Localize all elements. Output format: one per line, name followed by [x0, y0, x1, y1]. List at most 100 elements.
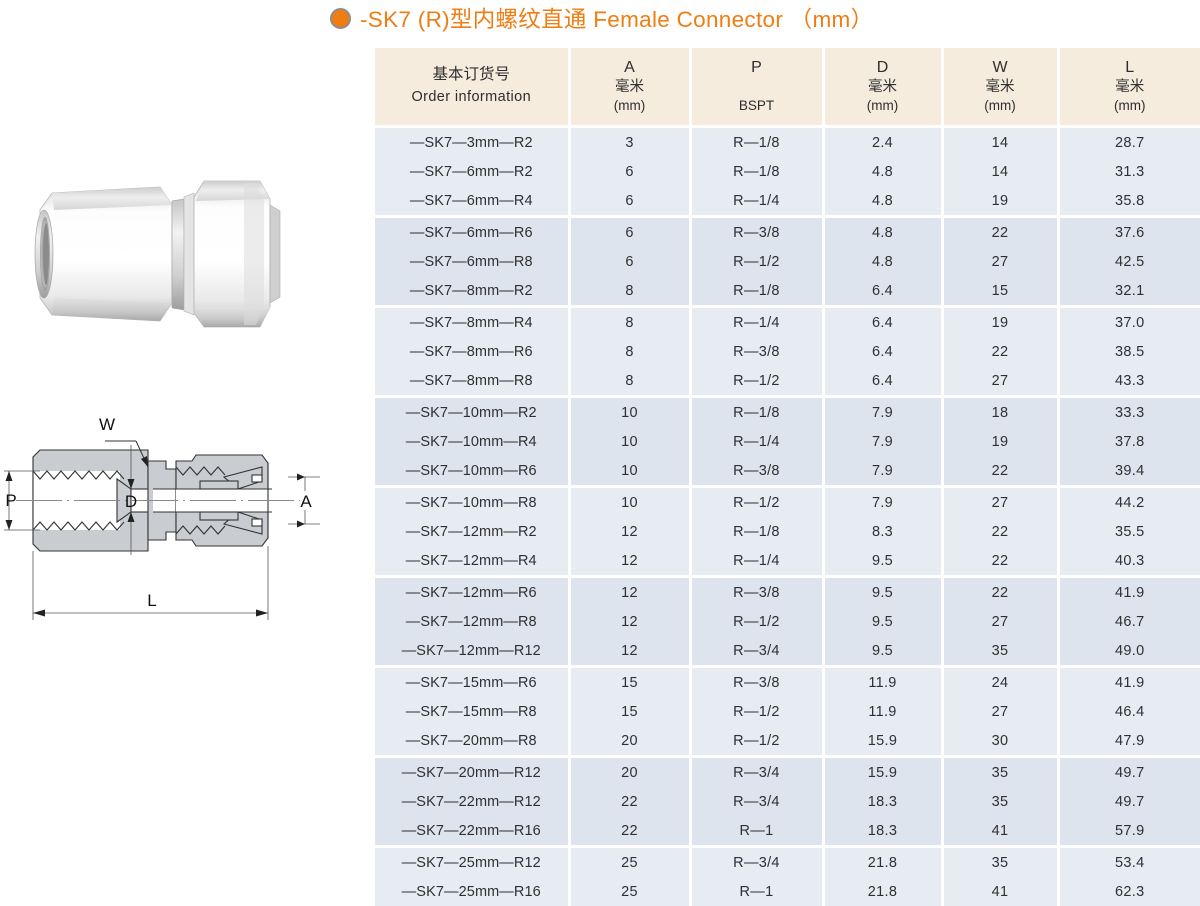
cell-p: R—3/4 — [690, 755, 825, 788]
cell-w: 27 — [942, 607, 1060, 637]
cell-w: 19 — [942, 305, 1060, 338]
cell-order: —SK7—10mm—R4 — [375, 427, 571, 457]
cell-l: 41.9 — [1058, 575, 1200, 608]
column-header-l-symbol: L — [1125, 59, 1135, 76]
cell-w: 27 — [942, 247, 1060, 277]
cell-order: —SK7—6mm—R2 — [375, 157, 571, 187]
cell-a: 20 — [569, 755, 692, 788]
cell-a: 12 — [569, 546, 692, 577]
cell-p: R—1/2 — [690, 697, 825, 727]
column-header-l-unit: (mm) — [1114, 98, 1146, 114]
cell-p: R—1/4 — [690, 305, 825, 338]
cell-order: —SK7—12mm—R8 — [375, 607, 571, 637]
cell-p: R—3/8 — [690, 665, 825, 698]
cell-order: —SK7—3mm—R2 — [375, 126, 571, 158]
cell-a: 10 — [569, 485, 692, 518]
cell-p: R—1/2 — [690, 366, 825, 397]
cell-d: 18.3 — [823, 787, 944, 817]
column-header-order-cn: 基本订货号 — [432, 65, 510, 83]
cell-order: —SK7—12mm—R6 — [375, 575, 571, 608]
cell-a: 12 — [569, 636, 692, 667]
cell-w: 41 — [942, 877, 1060, 906]
cell-l: 32.1 — [1058, 276, 1200, 307]
column-header-d-symbol: D — [876, 59, 889, 76]
cell-a: 15 — [569, 697, 692, 727]
cell-order: —SK7—15mm—R6 — [375, 665, 571, 698]
photo-collar-ring — [171, 192, 195, 316]
cell-d: 15.9 — [823, 726, 944, 757]
cell-p: R—1/8 — [690, 276, 825, 307]
column-header-p-symbol: P — [751, 59, 762, 76]
cell-w: 22 — [942, 215, 1060, 248]
cell-l: 35.5 — [1058, 517, 1200, 547]
cell-d: 9.5 — [823, 575, 944, 608]
cell-order: —SK7—15mm—R8 — [375, 697, 571, 727]
cell-d: 7.9 — [823, 456, 944, 487]
cell-w: 22 — [942, 546, 1060, 577]
cell-order: —SK7—22mm—R16 — [375, 816, 571, 847]
bullet-circle-icon — [330, 7, 351, 29]
cell-order: —SK7—8mm—R4 — [375, 305, 571, 338]
cell-a: 10 — [569, 395, 692, 428]
column-header-p-unit: BSPT — [738, 98, 775, 114]
column-header-a-cn: 毫米 — [615, 79, 644, 96]
page-title-bar: -SK7 (R)型内螺纹直通 Female Connector （mm） — [330, 0, 873, 36]
drawing-label-d: D — [125, 492, 137, 511]
cell-order: —SK7—6mm—R8 — [375, 247, 571, 277]
cell-w: 35 — [942, 845, 1060, 878]
cell-p: R—1/8 — [690, 126, 825, 158]
cell-w: 35 — [942, 636, 1060, 667]
column-header-w: W 毫米 (mm) — [942, 48, 1060, 129]
cell-d: 9.5 — [823, 607, 944, 637]
cell-l: 49.0 — [1058, 636, 1200, 667]
cell-a: 6 — [569, 247, 692, 277]
cell-w: 41 — [942, 816, 1060, 847]
cell-l: 33.3 — [1058, 395, 1200, 428]
cell-l: 46.7 — [1058, 607, 1200, 637]
cell-p: R—1/8 — [690, 157, 825, 187]
cell-d: 7.9 — [823, 485, 944, 518]
column-header-order-en: Order information — [411, 89, 532, 106]
cell-p: R—3/4 — [690, 636, 825, 667]
cell-w: 19 — [942, 427, 1060, 457]
cell-l: 49.7 — [1058, 787, 1200, 817]
cell-w: 15 — [942, 276, 1060, 307]
cell-l: 37.8 — [1058, 427, 1200, 457]
cell-l: 46.4 — [1058, 697, 1200, 727]
cell-d: 7.9 — [823, 427, 944, 457]
cell-order: —SK7—10mm—R6 — [375, 456, 571, 487]
drawing-label-a: A — [300, 492, 312, 511]
cell-l: 38.5 — [1058, 337, 1200, 367]
cell-l: 53.4 — [1058, 845, 1200, 878]
cell-w: 35 — [942, 755, 1060, 788]
cell-l: 39.4 — [1058, 456, 1200, 487]
specification-table: 基本订货号 Order information A 毫米 (mm) P BSPT… — [375, 48, 1200, 906]
cell-w: 22 — [942, 456, 1060, 487]
cell-a: 8 — [569, 366, 692, 397]
cell-order: —SK7—20mm—R8 — [375, 726, 571, 757]
cell-d: 2.4 — [823, 126, 944, 158]
cell-l: 31.3 — [1058, 157, 1200, 187]
column-header-l-cn: 毫米 — [1115, 79, 1145, 96]
cell-order: —SK7—22mm—R12 — [375, 787, 571, 817]
cell-l: 41.9 — [1058, 665, 1200, 698]
cell-order: —SK7—25mm—R16 — [375, 877, 571, 906]
cell-d: 6.4 — [823, 337, 944, 367]
cell-d: 11.9 — [823, 697, 944, 727]
column-header-p: P BSPT — [690, 48, 825, 129]
cell-a: 25 — [569, 845, 692, 878]
cell-a: 20 — [569, 726, 692, 757]
cell-d: 8.3 — [823, 517, 944, 547]
